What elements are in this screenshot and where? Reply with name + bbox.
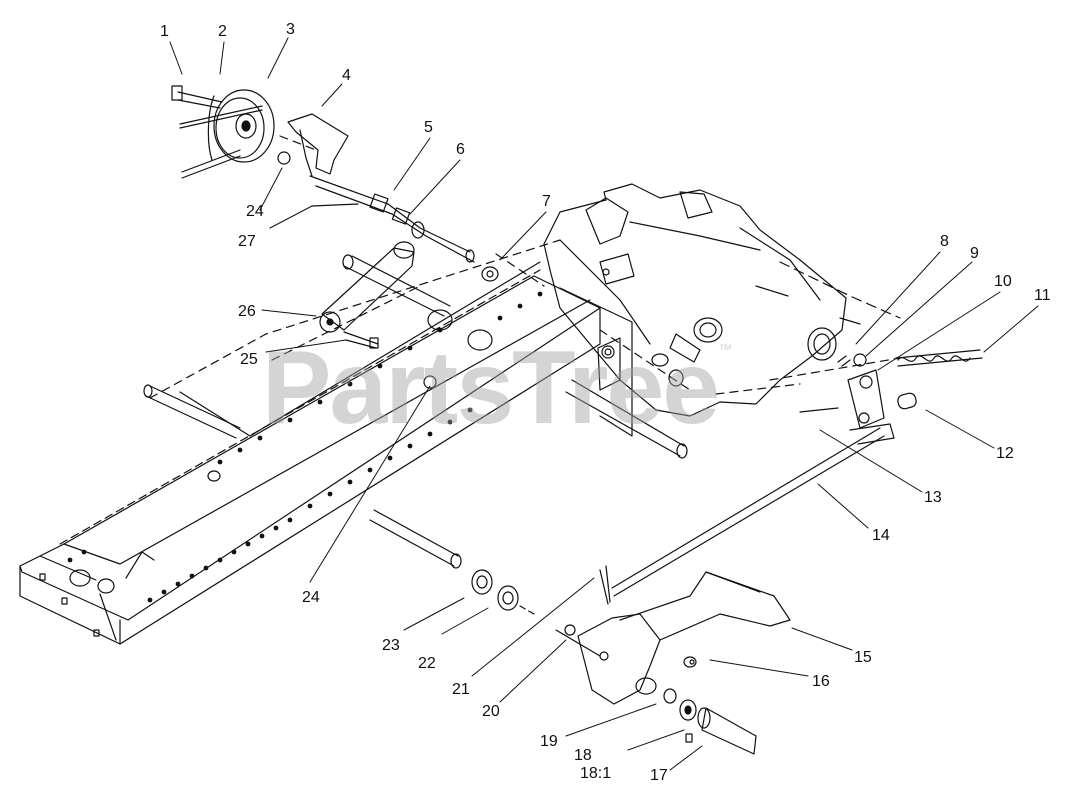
leader-lines	[169, 37, 1039, 771]
callout-label: 26	[238, 303, 256, 320]
callout-label: 24	[302, 589, 320, 606]
arm-assembly	[319, 241, 437, 389]
callout-label: 15	[854, 649, 872, 666]
callout-label: 9	[970, 245, 979, 262]
callout-label: 3	[286, 21, 295, 38]
callout-label: 21	[452, 681, 470, 698]
callout-label: 17	[650, 767, 668, 784]
callout-label: 13	[924, 489, 942, 506]
alignment-lines	[149, 135, 901, 399]
brake-linkage	[555, 349, 983, 755]
washers	[471, 569, 535, 615]
callout-label: 25	[240, 351, 258, 368]
transmission-housing	[543, 183, 901, 417]
callout-label: 18	[574, 747, 592, 764]
callout-label: 24	[246, 203, 264, 220]
callout-label: 4	[342, 67, 351, 84]
callout-label: 10	[994, 273, 1012, 290]
callout-label: 19	[540, 733, 558, 750]
callout-label: 14	[872, 527, 890, 544]
cross-shafts	[143, 254, 688, 569]
callout-label: 1	[160, 23, 169, 40]
callout-label: 16	[812, 673, 830, 690]
callout-label: 7	[542, 193, 551, 210]
callout-label: 6	[456, 141, 465, 158]
pulley-assembly	[171, 85, 275, 179]
callout-label: 11	[1034, 287, 1051, 304]
callout-label: 18:1	[580, 765, 612, 782]
callout-label: 20	[482, 703, 500, 720]
callout-label: 8	[940, 233, 949, 250]
frame-rails	[19, 261, 633, 645]
callout-label: 2	[218, 23, 227, 40]
callout-label: 22	[418, 655, 436, 672]
callout-label: 23	[382, 637, 400, 654]
callout-label: 5	[424, 119, 433, 136]
bracket-linkage	[277, 113, 499, 282]
callout-label: 27	[238, 233, 256, 250]
callout-label: 12	[996, 445, 1014, 462]
